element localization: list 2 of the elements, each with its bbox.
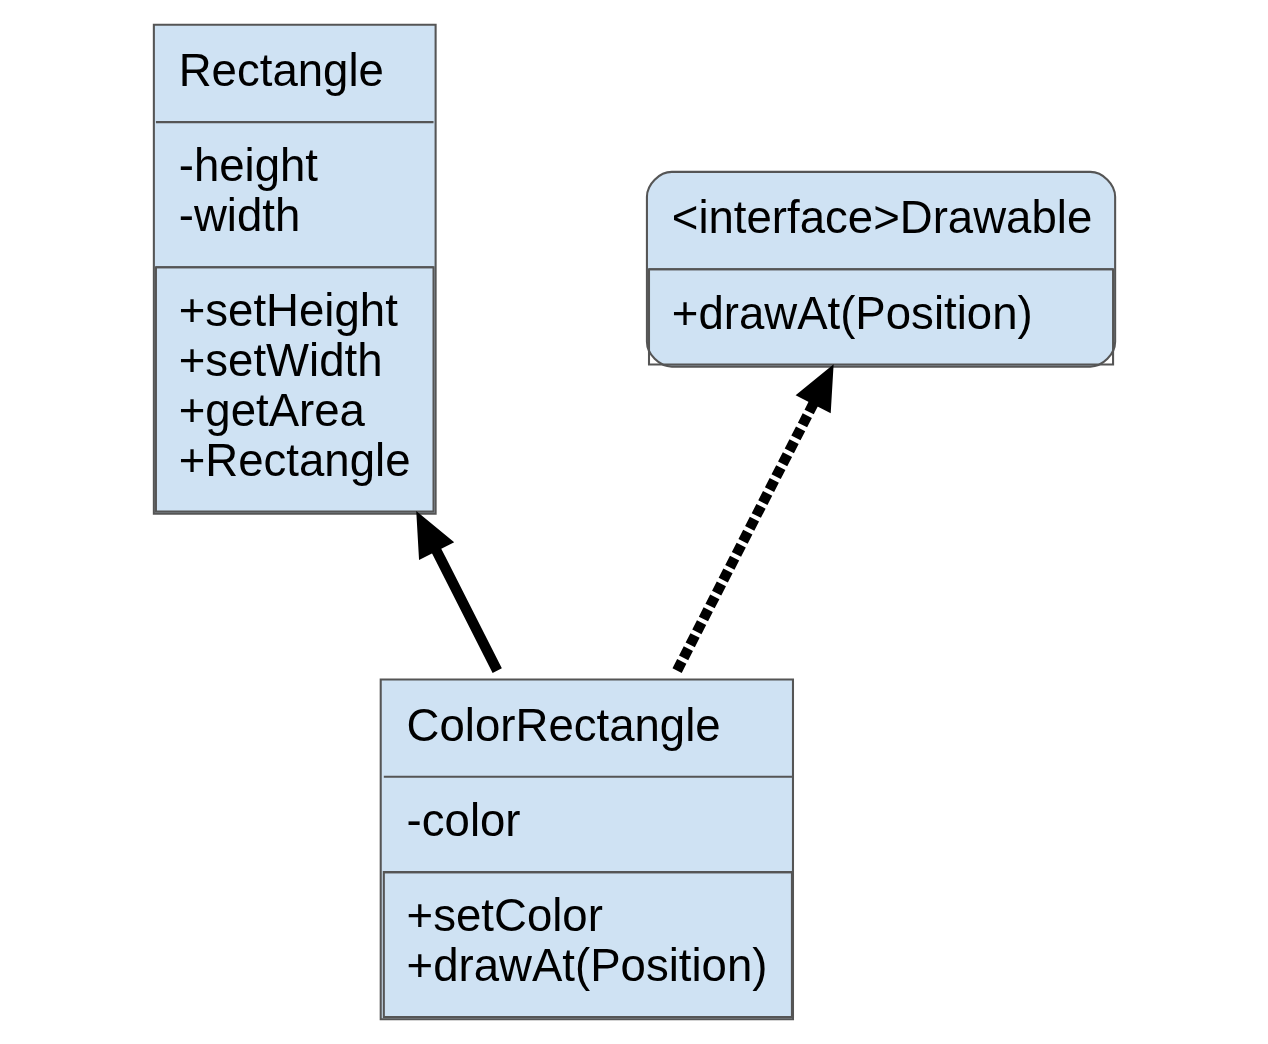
arrow	[672, 364, 834, 673]
arrow	[415, 510, 502, 673]
